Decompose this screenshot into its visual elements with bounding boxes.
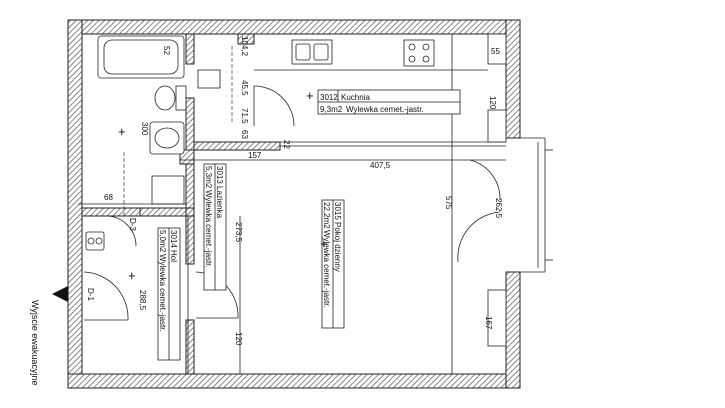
dim-455: 45,5 [240, 80, 249, 96]
kitchen-name: Kuchnia [341, 93, 370, 102]
hall-code: 3014 [169, 230, 178, 248]
dim-68: 68 [104, 193, 113, 202]
dim-63: 63 [240, 130, 249, 139]
dim-167: 167 [484, 316, 493, 330]
dim-300: 300 [140, 122, 149, 136]
kitchen-label: 3012 Kuchnia 9,3m2 Wylewka cemet.-jastr. [317, 89, 461, 115]
bath-label: 3013 Lazienka 5,3m2 Wylewka cemet.-jastr… [203, 163, 227, 291]
bath-area: 5,3m2 [204, 166, 213, 189]
bath-code: 3013 [215, 166, 224, 184]
door-swings [83, 46, 501, 321]
living-name: Pokoj dzienny [333, 222, 342, 272]
dim-2625: 262,5 [494, 198, 503, 219]
dim-120-hall: 120 [234, 332, 243, 346]
dim-157: 157 [248, 151, 262, 160]
kitchen-area: 9,3m2 [320, 105, 343, 114]
door-d3: D-3 [128, 218, 137, 231]
svg-text:+: + [320, 236, 328, 251]
hall-area: 5,0m2 [158, 230, 167, 253]
bath-floor: Wylewka cemet.-jastr. [204, 190, 213, 268]
dim-575: 575 [444, 196, 453, 210]
svg-text:+: + [118, 124, 126, 139]
kitchen-code: 3012 [320, 93, 338, 102]
dim-1042: 104,2 [240, 36, 249, 57]
living-label: 3015 Pokoj dzienny 22,2m2 Wylewka cemet.… [321, 199, 345, 329]
dim-52: 52 [162, 46, 171, 55]
door-d1: D-1 [86, 288, 95, 301]
bathroom-fixtures [85, 35, 221, 251]
room-markers: + + + + [118, 88, 328, 283]
exit-label: Wyjscie ewakuacyjne [30, 300, 40, 385]
balcony [520, 137, 553, 273]
hall-floor: Wylewka cemet.-jastr. [158, 254, 167, 332]
dimension-lines [78, 34, 506, 374]
exit-arrow-icon [52, 286, 68, 302]
kitchen-floor: Wylewka cemet.-jastr. [346, 105, 424, 114]
dim-2885: 288,5 [138, 290, 147, 311]
exit-marker: Wyjscie ewakuacyjne [30, 286, 68, 385]
hall-label: 3014 Hol 5,0m2 Wylewka cemet.-jastr. [157, 227, 181, 361]
dim-715: 71,5 [240, 108, 249, 124]
dim-22: 22 [282, 140, 291, 149]
dimension-labels: 157 407,5 68 55 300 273,5 288,5 575 262,… [86, 36, 503, 346]
living-area: 22,2m2 [322, 202, 331, 229]
kitchen-fixtures [254, 39, 488, 71]
interior-walls [81, 33, 507, 375]
svg-text:+: + [306, 88, 314, 103]
hall-name: Hol [169, 250, 178, 262]
living-code: 3015 [333, 202, 342, 220]
dim-55: 55 [491, 47, 500, 56]
living-floor: Wylewka cemet.-jastr. [322, 230, 331, 308]
dim-4075: 407,5 [370, 161, 391, 170]
bath-name: Lazienka [215, 186, 224, 219]
dim-2735: 273,5 [234, 222, 243, 243]
dim-120-right: 120 [488, 96, 497, 110]
svg-text:+: + [128, 268, 136, 283]
